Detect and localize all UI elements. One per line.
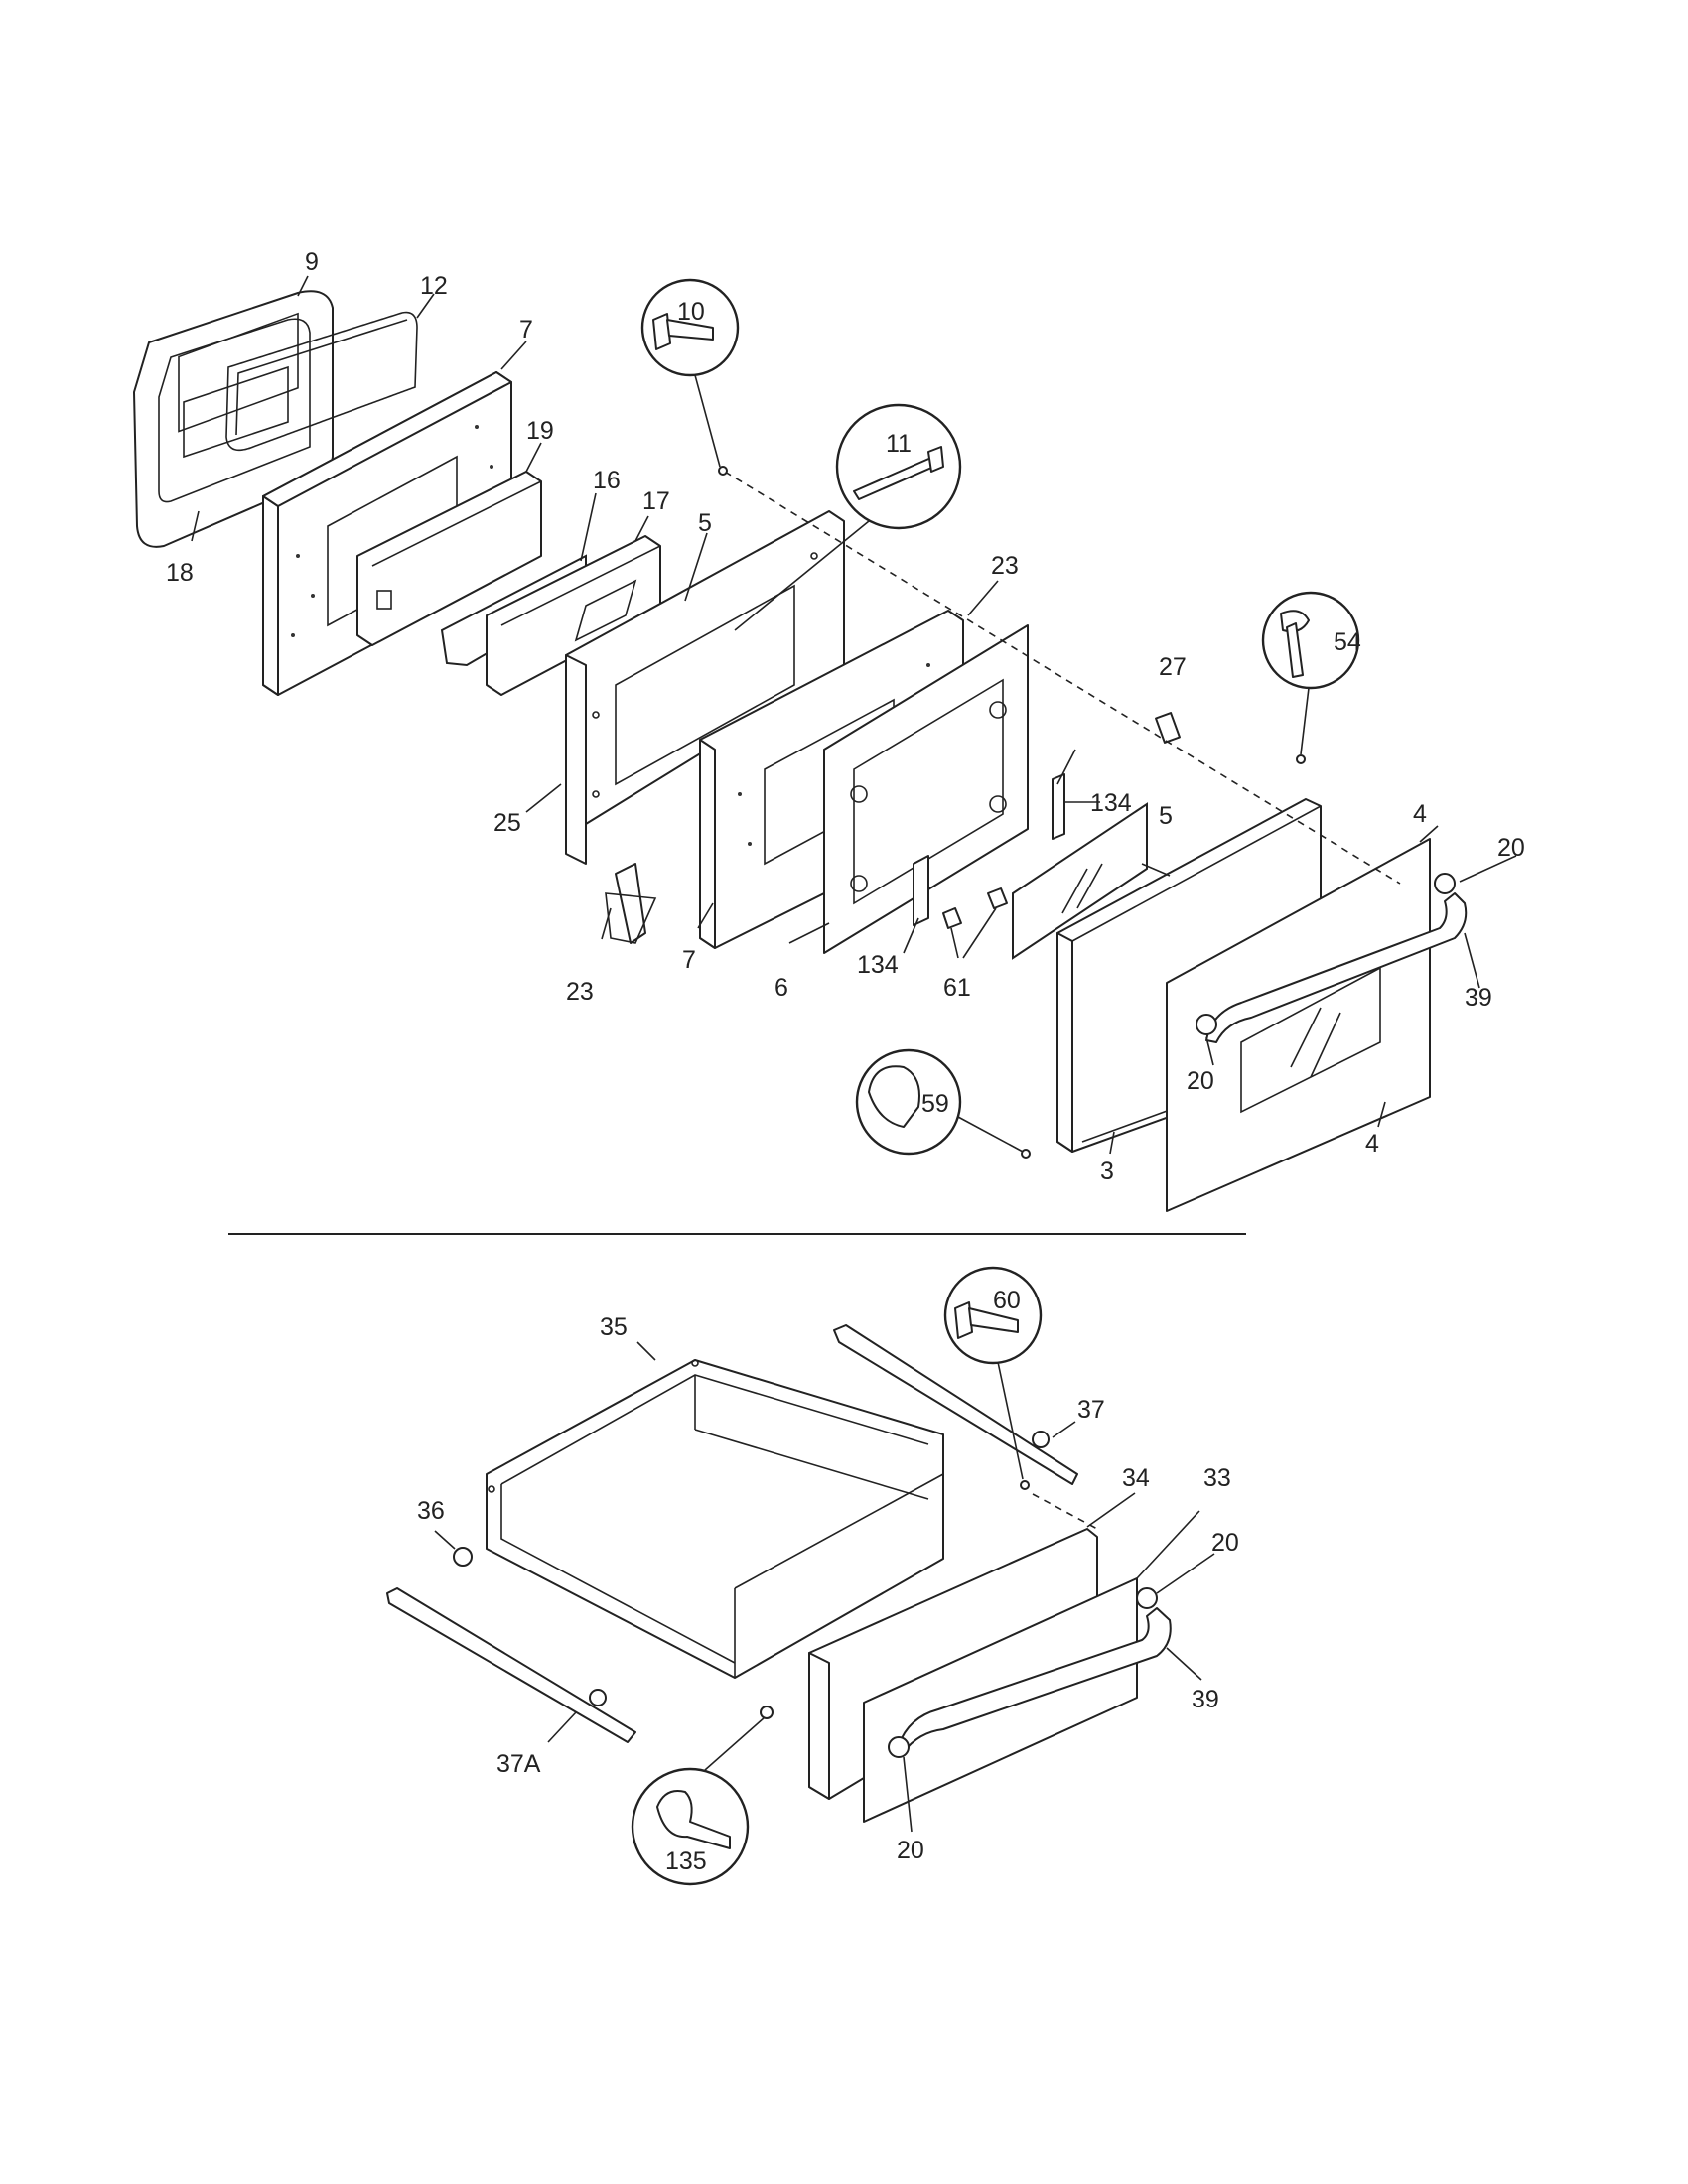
label-7-upper: 7 [519, 316, 533, 343]
block-61-left-part [942, 907, 962, 929]
label-6: 6 [774, 974, 788, 1002]
label-134-lower: 134 [857, 951, 899, 979]
callout-54: 54 [1261, 591, 1361, 764]
bushing-36-part [453, 1547, 473, 1567]
label-35: 35 [600, 1313, 628, 1341]
drawer-box-part [486, 1359, 944, 1679]
label-3: 3 [1100, 1158, 1114, 1185]
door-handle-part [1205, 892, 1468, 1043]
assembly-line [724, 471, 1401, 885]
label-23-lower: 23 [566, 978, 594, 1006]
label-20-upper: 20 [1497, 834, 1525, 862]
label-11: 11 [886, 430, 912, 458]
spacer-27-part [1155, 712, 1181, 744]
drawer-assembly: 60 135 35 37 36 34 33 20 39 [386, 1266, 1239, 1886]
callout-10: 10 [640, 278, 740, 476]
glass-reflection [1061, 863, 1103, 914]
drawer-handle-part [898, 1607, 1172, 1753]
label-5-upper: 5 [698, 509, 712, 537]
callout-60: 60 [943, 1266, 1043, 1490]
handle-mount-20-right [1434, 873, 1456, 894]
rail-left-roller [589, 1689, 607, 1706]
label-20-lower: 20 [1187, 1067, 1214, 1095]
label-59: 59 [921, 1090, 949, 1118]
label-18: 18 [166, 559, 194, 587]
gasket-inner-line [235, 319, 408, 436]
label-25: 25 [493, 809, 521, 837]
label-7-lower: 7 [682, 946, 696, 974]
label-33: 33 [1203, 1464, 1231, 1492]
label-61: 61 [943, 974, 971, 1002]
label-134-upper: 134 [1090, 789, 1132, 817]
label-37A: 37A [496, 1750, 541, 1778]
drawer-leader-lines [434, 1341, 1215, 1833]
label-27: 27 [1159, 653, 1187, 681]
rail-right-roller [1032, 1431, 1050, 1448]
handle-mount-20-left [1196, 1014, 1217, 1035]
label-60: 60 [993, 1287, 1021, 1314]
label-37: 37 [1077, 1396, 1105, 1424]
door-assembly: 10 11 54 59 [133, 248, 1525, 1212]
callout-135: 135 [631, 1706, 774, 1886]
label-17: 17 [642, 487, 670, 515]
label-4-lower: 4 [1365, 1130, 1379, 1158]
label-10: 10 [677, 298, 705, 326]
block-61-right-part [987, 887, 1008, 909]
label-34: 34 [1122, 1464, 1150, 1492]
label-16: 16 [593, 467, 621, 494]
door-outer-panel-part [1166, 838, 1431, 1212]
label-54: 54 [1334, 628, 1361, 656]
callout-11: 11 [734, 403, 962, 631]
drawer-rail-left-part [386, 1587, 636, 1743]
callout-59: 59 [855, 1048, 1031, 1159]
label-20-drawer-lower: 20 [897, 1837, 924, 1864]
clip-134-upper-part [1052, 773, 1065, 840]
label-135: 135 [665, 1847, 707, 1875]
drawer-handle-mount-right [1136, 1587, 1158, 1609]
label-4-upper: 4 [1413, 800, 1427, 828]
label-12: 12 [420, 272, 448, 300]
label-9: 9 [305, 248, 319, 276]
drawer-handle-mount-left [888, 1736, 910, 1758]
label-39-drawer: 39 [1192, 1686, 1219, 1713]
door-gasket-part [225, 311, 418, 452]
label-36: 36 [417, 1497, 445, 1525]
label-5-lower: 5 [1159, 802, 1173, 830]
door-inner-panel-part [823, 624, 1029, 954]
clip-134-lower-part [913, 855, 929, 926]
label-20-drawer-upper: 20 [1211, 1529, 1239, 1557]
door-leader-lines [191, 275, 1517, 1155]
label-19: 19 [526, 417, 554, 445]
drawer-assembly-line [1032, 1493, 1098, 1530]
label-39: 39 [1465, 984, 1492, 1012]
label-23-upper: 23 [991, 552, 1019, 580]
door-frame-part [565, 510, 845, 865]
hinge-part [605, 863, 657, 944]
drawer-rail-right-part [833, 1324, 1078, 1485]
insulation-upper-part [262, 371, 512, 696]
